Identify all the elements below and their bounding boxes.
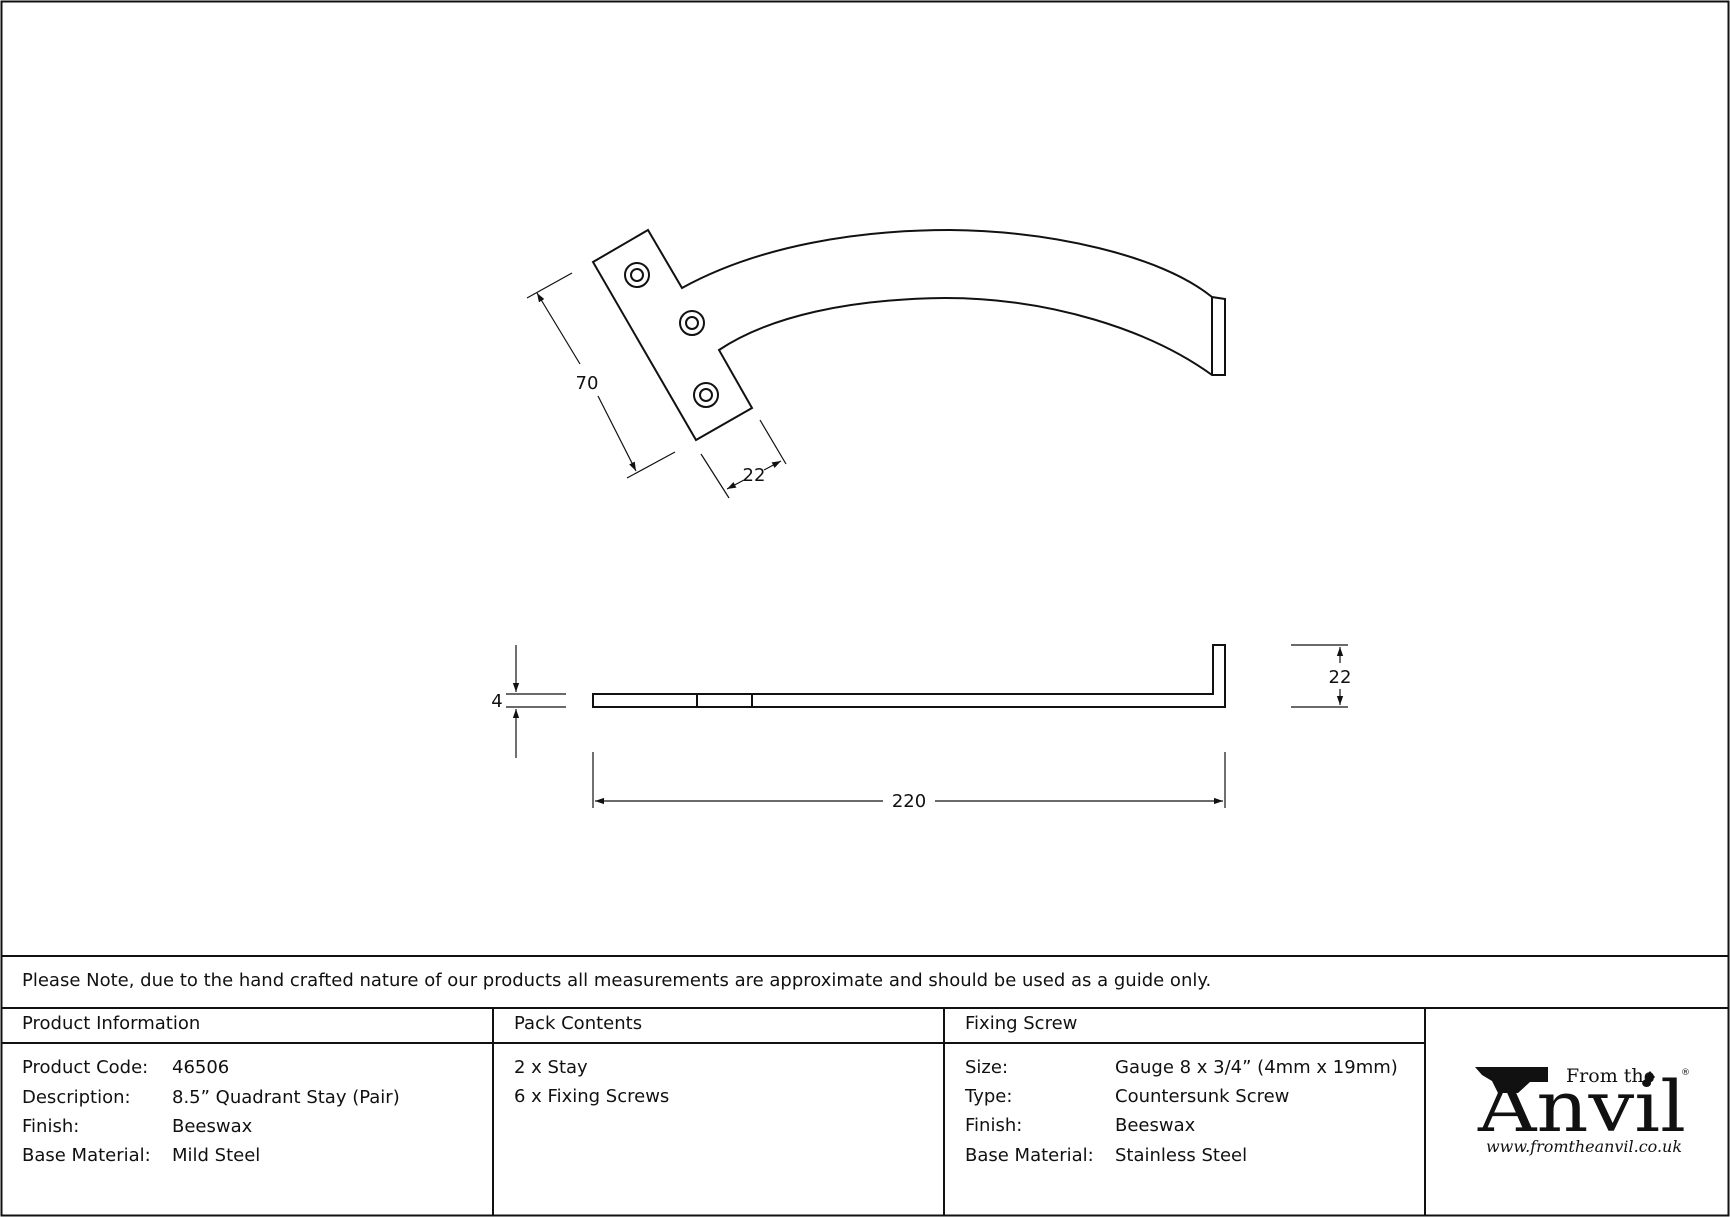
screw-finish-value: Beeswax [1115, 1115, 1196, 1136]
logo-registered-mark: ® [1681, 1068, 1690, 1078]
screw-type-value: Countersunk Screw [1115, 1086, 1290, 1107]
measurement-note: Please Note, due to the hand crafted nat… [22, 970, 1212, 991]
pack-item: 2 x Stay [514, 1057, 588, 1078]
product-code-label: Product Code: [22, 1057, 149, 1078]
pack-item: 6 x Fixing Screws [514, 1086, 670, 1107]
from-the-anvil-logo: From the ® Anvil www.fromtheanvil.co.uk [1475, 1065, 1690, 1156]
dimension-22-width [700, 419, 787, 499]
screw-hole-2 [679, 310, 705, 336]
base-material-value: Mild Steel [172, 1145, 261, 1166]
description-label: Description: [22, 1087, 131, 1108]
logo-from-the: From the [1566, 1065, 1655, 1087]
finish-label: Finish: [22, 1116, 80, 1137]
stay-top-view [591, 228, 1226, 442]
finish-value: Beeswax [172, 1116, 253, 1137]
dimension-22-width-label: 22 [743, 465, 766, 486]
stay-side-view [592, 644, 1226, 708]
screw-type-label: Type: [965, 1086, 1013, 1107]
screw-hole-1 [624, 262, 650, 288]
screw-material-label: Base Material: [965, 1145, 1094, 1166]
product-code-value: 46506 [172, 1057, 230, 1078]
dimension-4-label: 4 [491, 691, 502, 712]
logo-anvil-word: Anvil [1477, 1066, 1686, 1148]
dimension-22-height-label: 22 [1329, 667, 1352, 688]
anvil-icon [1475, 1067, 1548, 1093]
dimension-220 [592, 752, 1226, 808]
dimension-70 [526, 272, 676, 479]
info-table-grid [1, 955, 1729, 1215]
product-info-heading: Product Information [22, 1013, 201, 1034]
logo-diamond-icon [1645, 1071, 1655, 1083]
side-profile [592, 644, 1226, 708]
fixing-screw-heading: Fixing Screw [965, 1013, 1078, 1034]
screw-finish-label: Finish: [965, 1115, 1023, 1136]
dimension-4 [506, 645, 566, 758]
dimension-22-height [1291, 644, 1348, 708]
screw-hole-3 [693, 382, 719, 408]
description-value: 8.5” Quadrant Stay (Pair) [172, 1087, 400, 1108]
screw-size-value: Gauge 8 x 3/4” (4mm x 19mm) [1115, 1057, 1398, 1078]
logo-url: www.fromtheanvil.co.uk [1486, 1137, 1682, 1156]
base-material-label: Base Material: [22, 1145, 151, 1166]
screw-size-label: Size: [965, 1057, 1009, 1078]
pack-contents-heading: Pack Contents [514, 1013, 643, 1034]
screw-material-value: Stainless Steel [1115, 1145, 1248, 1166]
dimension-220-label: 220 [892, 791, 926, 812]
dimension-70-label: 70 [576, 373, 599, 394]
stay-outline [591, 228, 1226, 442]
